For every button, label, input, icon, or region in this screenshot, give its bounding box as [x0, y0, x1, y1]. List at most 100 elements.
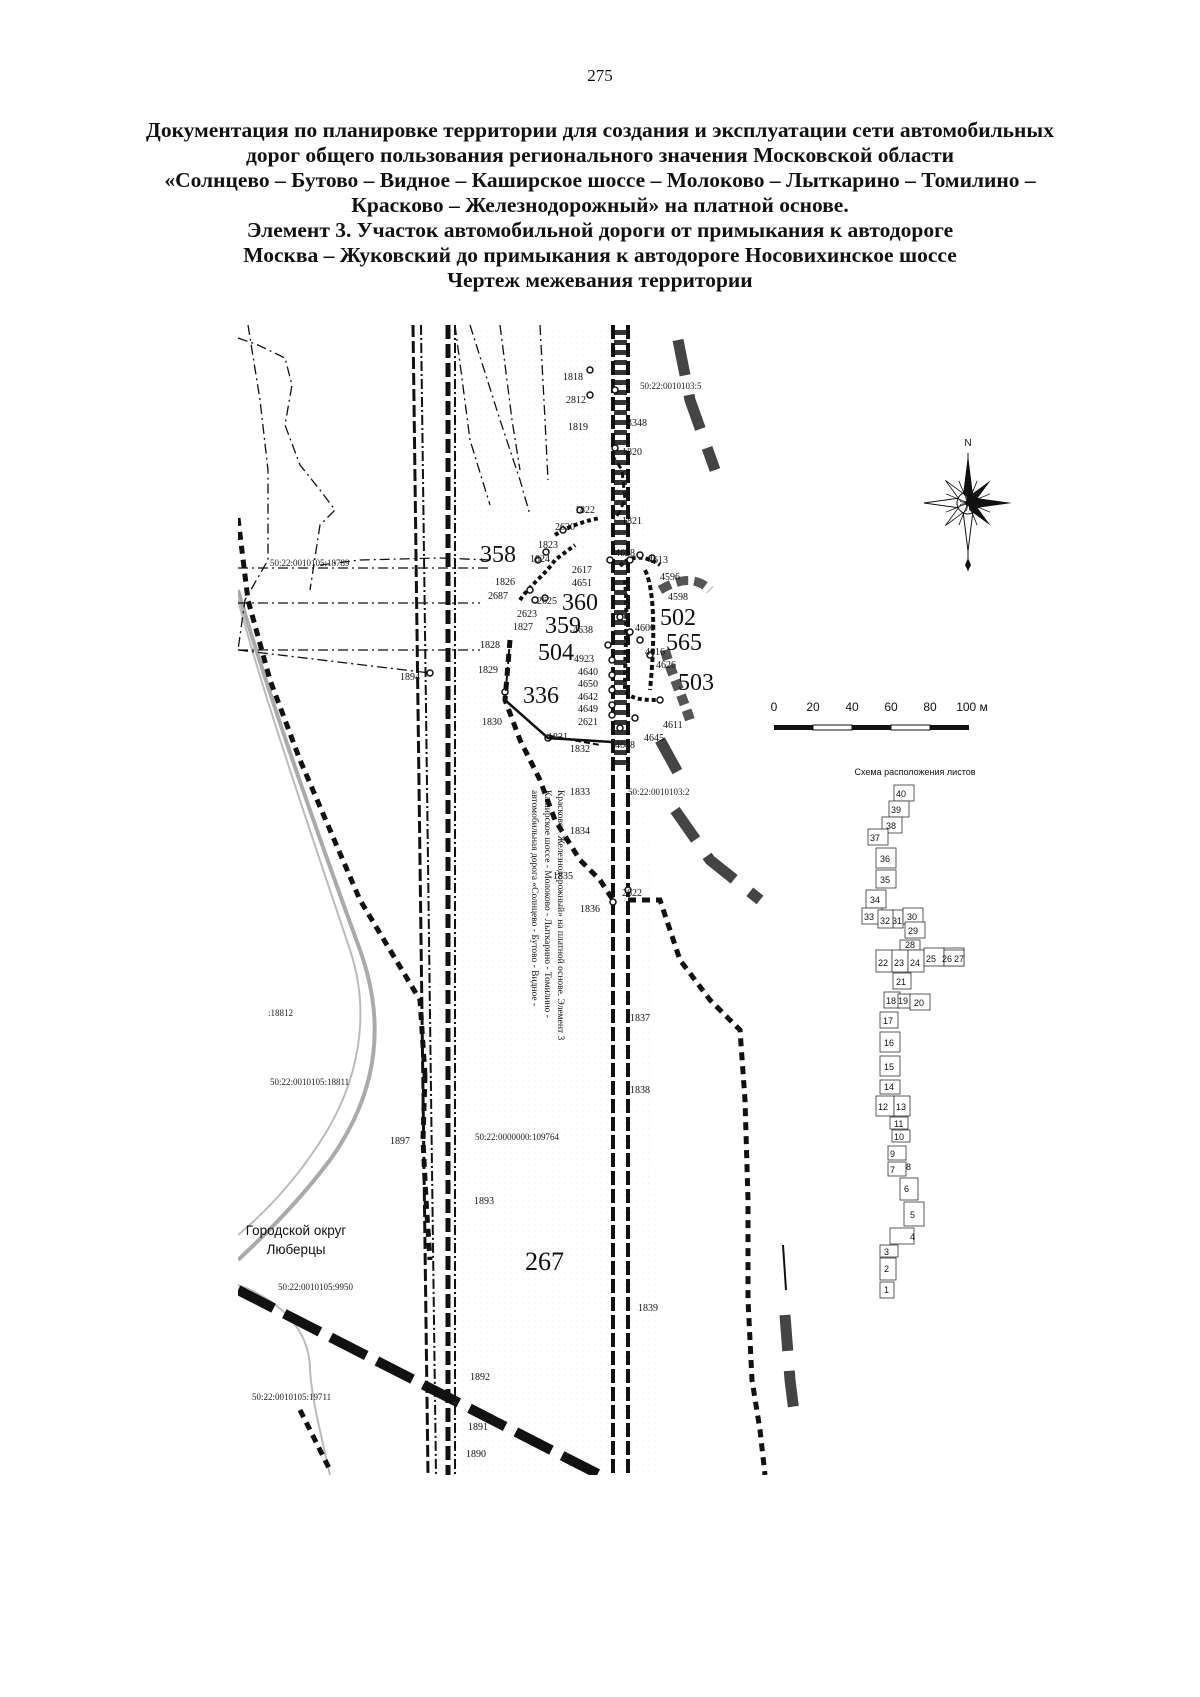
point-label: 1834 [570, 826, 590, 837]
road-label-line: Каширское шоссе - Молоково - Лыткарино -… [542, 790, 552, 1018]
parcel-number: 565 [666, 630, 702, 656]
point-label: 2625 [537, 596, 557, 607]
title-line-4: Красково – Железнодорожный» на платной о… [351, 193, 849, 217]
point-label: 1828 [480, 640, 500, 651]
point-label: 4626 [656, 660, 676, 671]
point-label: 1818 [563, 372, 583, 383]
point-label: 1821 [622, 516, 642, 527]
point-label: 1893 [474, 1196, 494, 1207]
sheet-label: 23 [894, 958, 904, 968]
sheet-label: 19 [898, 996, 908, 1006]
highway-west-line-b [420, 325, 437, 1475]
sheet-label: 9 [890, 1149, 895, 1159]
point-label: 1835 [553, 871, 573, 882]
title-line-2: дорог общего пользования регионального з… [245, 143, 955, 167]
point-label: 1838 [630, 1085, 650, 1096]
point-label: 1832 [570, 744, 590, 755]
sheet-label: 2 [884, 1264, 889, 1274]
sheet-label: 11 [894, 1119, 903, 1129]
point-label: 1897 [390, 1136, 410, 1147]
point-label: 4923 [574, 654, 594, 665]
cadastral-boundaries [238, 325, 549, 651]
page-number: 275 [587, 66, 613, 85]
parcel-number: 360 [562, 590, 598, 616]
title-line-7: Чертеж межевания территории [447, 268, 753, 292]
point-label: 1826 [495, 577, 515, 588]
cadastral-label: 50:22:0010103:5 [640, 381, 702, 391]
sheet-label: 5 [910, 1210, 915, 1220]
sheet-label: 17 [883, 1016, 893, 1026]
sheet-label: 6 [904, 1184, 909, 1194]
parcel-number: 359 [545, 613, 581, 639]
sheet-label: 22 [878, 958, 888, 968]
cadastral-label: 50:22:0010103:2 [628, 787, 690, 797]
sheet-label: 4 [910, 1232, 915, 1242]
parcel-number: 504 [538, 640, 574, 666]
sheet-label: 29 [908, 926, 918, 936]
sheet-label: 36 [880, 854, 890, 864]
highway-west-line-a [411, 325, 430, 1475]
interchange-ramps [518, 516, 714, 722]
scale-tick-label: 80 [923, 700, 937, 714]
east-band [655, 338, 801, 1421]
sheet-label: 26 [942, 954, 952, 964]
scale-bar: 0 20 40 60 80 100 м [771, 700, 988, 731]
point-label: 4596 [660, 572, 680, 583]
point-label: 1892 [470, 1372, 490, 1383]
point-label: 1831 [548, 732, 568, 743]
point-label: 4628 [615, 548, 635, 559]
point-label: 2622 [622, 888, 642, 899]
point-label: 4613 [648, 555, 668, 566]
title-line-5: Элемент 3. Участок автомобильной дороги … [246, 218, 954, 242]
compass-needle-north [963, 455, 973, 503]
point-label: 1824 [530, 554, 550, 565]
sheet-label: 35 [880, 875, 890, 885]
sheet-label: 39 [891, 805, 901, 815]
sheet-label: 13 [896, 1102, 906, 1112]
scale-tick-label: 0 [771, 700, 778, 714]
sheet-label: 16 [884, 1038, 894, 1048]
east-marker-line [782, 1244, 787, 1291]
sheet-label: 10 [894, 1132, 904, 1142]
point-label: 2687 [488, 591, 508, 602]
sheet-label: 38 [886, 821, 896, 831]
sheet-scheme-labels: 40 39 38 37 36 35 34 33 32 31 30 29 28 2… [864, 789, 964, 1295]
cadastral-label: :18812 [268, 1008, 293, 1018]
point-label: 4651 [572, 578, 592, 589]
point-label: 4600 [635, 623, 655, 634]
sheet-label: 24 [910, 958, 920, 968]
cadastral-label: 50:22:0010105:18811 [270, 1077, 349, 1087]
scale-tick-label: 40 [845, 700, 859, 714]
compass-rose: N [923, 438, 1012, 571]
scale-tick-label: 60 [884, 700, 898, 714]
road-label-line: Красково - Железнодорожный» на платной о… [555, 790, 566, 1040]
sheet-scheme: Схема расположения листов [854, 767, 976, 1299]
cadastral-label: 50:22:0010105:18789 [270, 558, 350, 568]
point-label: 4645 [644, 733, 664, 744]
sheet-label: 34 [870, 895, 880, 905]
point-label: 4638 [573, 625, 593, 636]
point-label: 1839 [638, 1303, 658, 1314]
district-boundary-inner [238, 599, 362, 1236]
sheet-label: 14 [884, 1082, 894, 1092]
road-territory-fill [430, 325, 660, 1475]
sheet-label: 37 [870, 833, 880, 843]
parcel-edge [504, 699, 613, 744]
point-label: 1827 [513, 622, 533, 633]
sheet-label: 7 [890, 1165, 895, 1175]
document-title: Документация по планировке территории дл… [80, 118, 1120, 293]
parcel-number: 267 [525, 1247, 564, 1276]
sheet-label: 1 [884, 1285, 889, 1295]
point-label: 3348 [627, 418, 647, 429]
point-label: 1894 [400, 672, 420, 683]
parcel-number: 336 [523, 683, 559, 709]
point-label: 4598 [668, 592, 688, 603]
sheet-label: 28 [905, 940, 915, 950]
boundary-near-1821 [610, 454, 627, 521]
point-label: 2623 [517, 609, 537, 620]
district-label: Люберцы [266, 1242, 325, 1257]
parcel-number: 358 [480, 542, 516, 568]
point-labels: 1818 2812 1819 3348 1820 1822 1821 2620 … [390, 372, 688, 1460]
railway-band [614, 325, 627, 765]
point-label: 2812 [566, 395, 586, 406]
